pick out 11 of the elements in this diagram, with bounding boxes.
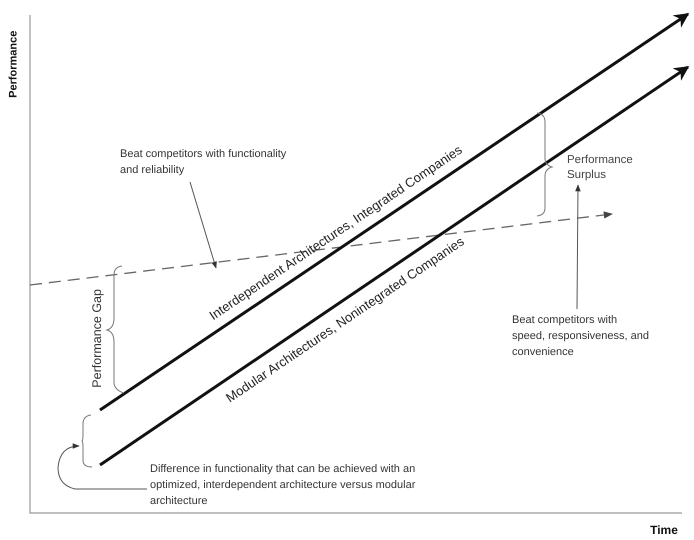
brace (80, 414, 93, 468)
leader-arrow (58, 444, 148, 490)
axis-title: Performance (6, 30, 21, 98)
brace-label: Performance Surplus (567, 153, 634, 183)
callout-text: Difference in functionality that can be achieved with an optimized, interdependent architecture versus modular architecture (150, 462, 416, 509)
callout-text: Beat competitors with functionality and reliability (120, 147, 288, 178)
leader-arrow (575, 184, 581, 310)
callout-text: Beat competitors with speed, responsiveness, and convenience (512, 313, 650, 360)
axis-title: Time (650, 522, 678, 539)
brace-label: Performance Gap (88, 288, 105, 388)
leader-arrow (190, 182, 217, 269)
